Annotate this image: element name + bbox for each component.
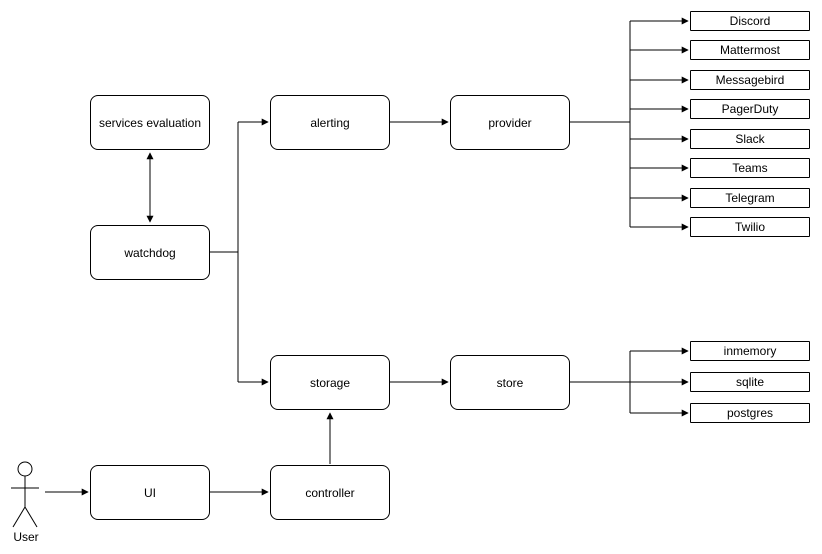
- node-provider-messagebird: Messagebird: [690, 70, 810, 90]
- node-provider-pagerduty: PagerDuty: [690, 99, 810, 119]
- node-alerting: alerting: [270, 95, 390, 150]
- edge-provider-fanout: [570, 17, 689, 231]
- node-provider-twilio: Twilio: [690, 217, 810, 237]
- user-actor-icon: [11, 461, 39, 528]
- node-provider-telegram: Telegram: [690, 188, 810, 208]
- node-store-sqlite: sqlite: [690, 372, 810, 392]
- node-provider-slack: Slack: [690, 129, 810, 149]
- node-storage: storage: [270, 355, 390, 410]
- node-provider: provider: [450, 95, 570, 150]
- edge-watchdog-branches: [210, 118, 269, 386]
- user-actor-label: User: [13, 530, 39, 544]
- node-provider-discord: Discord: [690, 11, 810, 31]
- node-controller: controller: [270, 465, 390, 520]
- node-provider-teams: Teams: [690, 158, 810, 178]
- node-store-inmemory: inmemory: [690, 341, 810, 361]
- node-ui: UI: [90, 465, 210, 520]
- node-services-evaluation: services evaluation: [90, 95, 210, 150]
- node-store: store: [450, 355, 570, 410]
- edge-store-fanout: [570, 347, 689, 417]
- node-provider-mattermost: Mattermost: [690, 40, 810, 60]
- node-watchdog: watchdog: [90, 225, 210, 280]
- node-store-postgres: postgres: [690, 403, 810, 423]
